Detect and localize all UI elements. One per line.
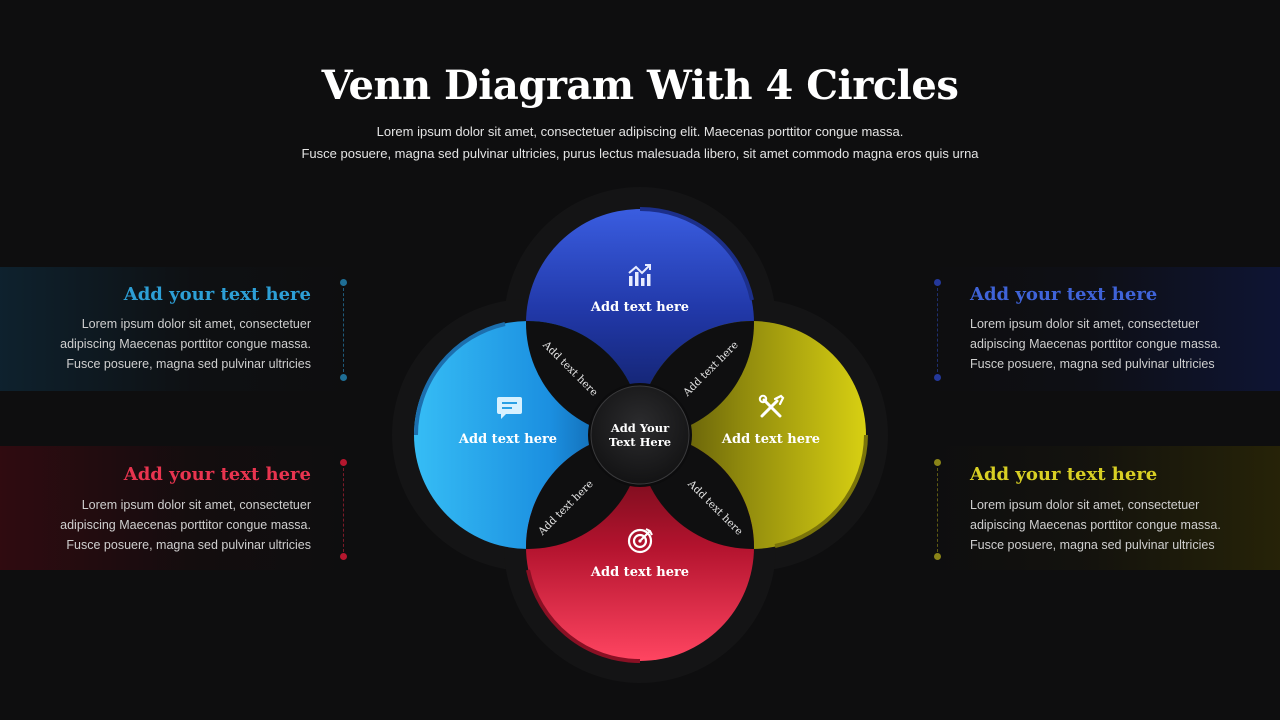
page-title: Venn Diagram With 4 Circles	[321, 62, 959, 109]
panel-band-bottom-right	[930, 446, 1280, 570]
connector-line-bottom-right	[937, 463, 938, 557]
connector-dot	[340, 374, 347, 381]
connector-line-top-right	[937, 283, 938, 377]
center-label-line-1: Add Your	[610, 421, 670, 435]
panel-band-bottom-left	[0, 446, 350, 570]
center-label-line-2: Text Here	[609, 435, 671, 449]
panel-text-top-right: Lorem ipsum dolor sit amet, consectetuer…	[970, 317, 1221, 371]
subtitle-line-2: Fusce posuere, magna sed pulvinar ultric…	[301, 146, 979, 161]
panel-heading-top-left: Add your text here	[123, 284, 311, 305]
center-circle	[590, 385, 690, 485]
panel-text-bottom-right: Lorem ipsum dolor sit amet, consectetuer…	[970, 498, 1221, 552]
tools-icon	[758, 394, 785, 418]
connector-line-top-left	[343, 283, 344, 377]
accent-arc-left	[414, 322, 506, 436]
connector-dot	[340, 459, 347, 466]
accent-arc-bottom	[526, 569, 641, 664]
panel-text-bottom-left: Lorem ipsum dolor sit amet, consectetuer…	[60, 498, 311, 552]
connector-line-bottom-left	[343, 463, 344, 557]
panel-band-top-right	[930, 267, 1280, 391]
chart-growth-icon	[628, 264, 651, 286]
panel-heading-top-right: Add your text here	[970, 284, 1158, 305]
panel-heading-bottom-left: Add your text here	[123, 464, 311, 485]
chat-bubble-icon	[497, 397, 522, 419]
circle-label-left: Add text here	[458, 432, 557, 447]
connector-dot	[934, 459, 941, 466]
panel-heading-bottom-right: Add your text here	[970, 464, 1158, 485]
connector-dot	[934, 553, 941, 560]
circle-label-top: Add text here	[590, 300, 689, 315]
connector-dot	[934, 279, 941, 286]
connector-dot	[340, 279, 347, 286]
connector-dot	[340, 553, 347, 560]
circle-label-bottom: Add text here	[590, 565, 689, 580]
accent-arc-right	[774, 434, 868, 548]
accent-arc-top	[639, 206, 754, 301]
panel-text-top-left: Lorem ipsum dolor sit amet, consectetuer…	[60, 317, 311, 371]
subtitle-line-1: Lorem ipsum dolor sit amet, consectetuer…	[376, 124, 904, 139]
connector-dot	[934, 374, 941, 381]
panel-band-top-left	[0, 267, 350, 391]
target-icon	[627, 528, 653, 554]
circle-label-right: Add text here	[721, 432, 820, 447]
